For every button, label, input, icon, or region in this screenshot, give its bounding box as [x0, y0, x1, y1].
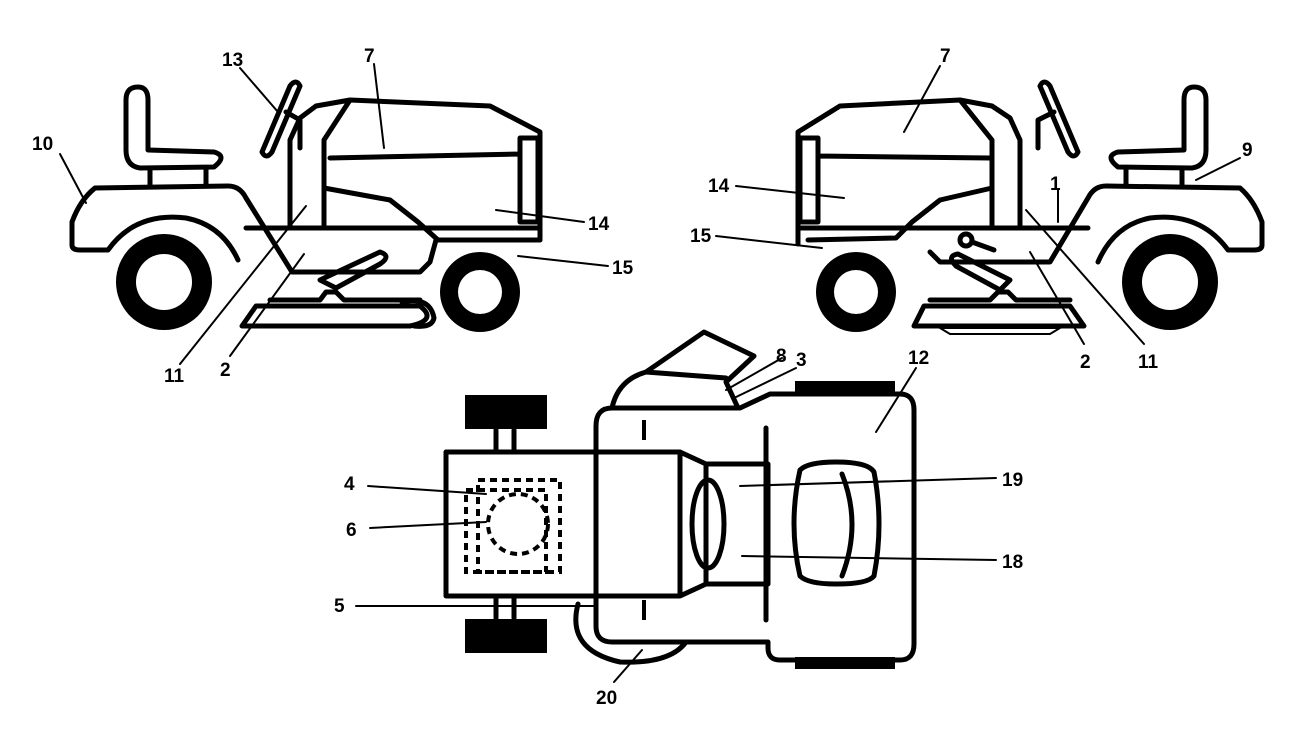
discharge-chute-top — [609, 329, 757, 411]
callout-15-left: 15 — [612, 258, 634, 279]
pedal-left — [317, 249, 389, 291]
callout-2-left: 2 — [220, 360, 231, 381]
callout-19-top: 19 — [1002, 470, 1023, 491]
callout-9-right: 9 — [1242, 140, 1253, 161]
callout-7-right: 7 — [940, 46, 951, 67]
hood-left — [321, 135, 541, 243]
rear-fender-right — [927, 183, 1265, 265]
callout-18-top: 18 — [1002, 552, 1023, 573]
bagger-top — [573, 601, 689, 665]
hood-top — [443, 449, 709, 599]
right-side-view: 7 9 1 14 15 2 11 — [690, 46, 1265, 373]
seat-top — [791, 459, 882, 587]
callout-2-right: 2 — [1080, 352, 1091, 373]
callout-14-right: 14 — [708, 176, 730, 197]
pedal-right — [949, 251, 1013, 293]
deck-chute-left — [399, 298, 437, 329]
seat-post-right — [1123, 165, 1185, 189]
body-right — [795, 97, 1091, 247]
callout-6-top: 6 — [346, 520, 357, 541]
rear-fender-left — [69, 183, 543, 275]
seat-right — [1108, 84, 1209, 171]
callout-7-left: 7 — [364, 46, 375, 67]
body-left — [243, 97, 543, 243]
rear-wheel-top-lower — [795, 657, 895, 669]
callout-10-left: 10 — [32, 134, 53, 155]
seat-post-left — [147, 165, 209, 189]
steering-wheel-left — [259, 79, 303, 159]
callout-12-top: 12 — [908, 348, 929, 369]
left-side-view: 10 13 7 14 15 11 2 — [32, 46, 634, 387]
callout-1-right: 1 — [1050, 174, 1061, 195]
callout-20-top: 20 — [596, 688, 617, 709]
callout-14-left: 14 — [588, 214, 610, 235]
callout-11-left: 11 — [164, 366, 185, 387]
deck-right — [911, 289, 1087, 329]
callout-11-right: 11 — [1138, 352, 1159, 373]
front-wheel-top-upper — [465, 395, 547, 429]
steering-wheel-top — [689, 477, 727, 571]
callout-4-top: 4 — [344, 474, 355, 495]
decal-area-4 — [464, 488, 548, 574]
rear-wheel-top-upper — [795, 381, 895, 395]
callout-5-top: 5 — [334, 596, 345, 617]
hood-right — [797, 135, 995, 243]
decal-area-6 — [486, 492, 550, 556]
seat-left — [123, 84, 224, 171]
steering-wheel-right — [1035, 79, 1081, 159]
deck-bottom-right — [936, 327, 1064, 335]
top-view: 8 3 12 4 6 19 18 5 20 — [334, 329, 1023, 709]
deck-left — [239, 289, 430, 329]
callout-3-top: 3 — [796, 350, 807, 371]
key-icon — [957, 231, 975, 249]
front-wheel-top-lower — [465, 619, 547, 653]
callout-15-right: 15 — [690, 226, 712, 247]
callout-8-top: 8 — [776, 346, 787, 367]
callout-13-left: 13 — [222, 50, 243, 71]
